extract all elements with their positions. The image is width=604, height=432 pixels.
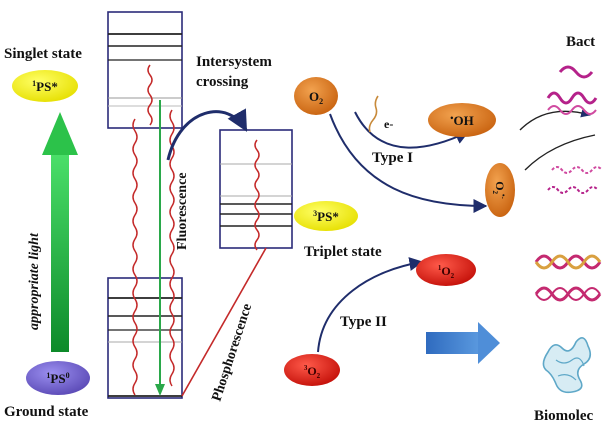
o2-type1-label: O2 [309, 89, 323, 106]
intersystem-crossing-label-2: crossing [196, 74, 249, 90]
intersystem-crossing-label-1: Intersystem [196, 54, 272, 70]
dna-illustration [534, 254, 602, 302]
appropriate-light-arrow [42, 112, 78, 352]
type-2-label: Type II [340, 314, 387, 330]
o2-type1-oval [294, 77, 338, 115]
singlet-relaxation-wavy [147, 64, 153, 126]
bacteria-arrow-2 [524, 134, 596, 171]
protein-illustration [542, 337, 592, 394]
bacteria-illustration [546, 65, 603, 194]
triplet-oxygen-oval [284, 354, 340, 386]
superoxide-label: O2•- [491, 181, 507, 199]
appropriate-light-label: appropriate light [27, 232, 42, 330]
type-1-arrow-to-oh [354, 111, 470, 149]
hydroxyl-label: •OH [450, 113, 473, 128]
fluorescence-arrowhead [155, 384, 165, 396]
type-2-arrow [317, 257, 424, 353]
hydroxyl-oval [428, 103, 496, 137]
singlet-oxygen-label: 1O2 [438, 264, 455, 280]
ps-ground-oval [26, 361, 90, 395]
bacteria-label: Bact [566, 34, 595, 50]
internal-conversion-wavy [169, 109, 175, 387]
phosphorescence-line [181, 247, 267, 397]
bacteria-arrow-1 [519, 107, 591, 131]
ps-triplet-label: 3PS* [313, 209, 339, 224]
ps-singlet-oval [12, 70, 78, 102]
ps-singlet-label: 1PS* [32, 79, 58, 94]
singlet-oxygen-oval [416, 254, 476, 286]
absorption-wavy-line [132, 118, 138, 396]
ground-state-label: Ground state [4, 404, 89, 420]
electron-transfer-wavy [368, 95, 379, 133]
biomolecules-label: Biomolec [534, 408, 593, 424]
type-1-label: Type I [372, 150, 413, 166]
triplet-oxygen-label: 3O2 [304, 364, 321, 380]
ground-box [107, 277, 183, 399]
triplet-state-label: Triplet state [304, 244, 382, 260]
block-arrow-right [426, 322, 500, 364]
electron-label: e- [384, 117, 393, 131]
fluorescence-label: Fluorescence [175, 173, 190, 251]
ps-ground-label: 1PS0 [46, 371, 69, 386]
intersystem-crossing-arrow [166, 108, 248, 161]
triplet-relaxation-wavy [254, 139, 260, 251]
ps-triplet-oval [294, 201, 358, 231]
singlet-state-label: Singlet state [4, 46, 82, 62]
superoxide-oval [485, 163, 515, 217]
type-1-arrow-to-superoxide [329, 113, 488, 213]
singlet-box [107, 11, 183, 129]
phosphorescence-label: Phosphorescence [210, 302, 256, 403]
